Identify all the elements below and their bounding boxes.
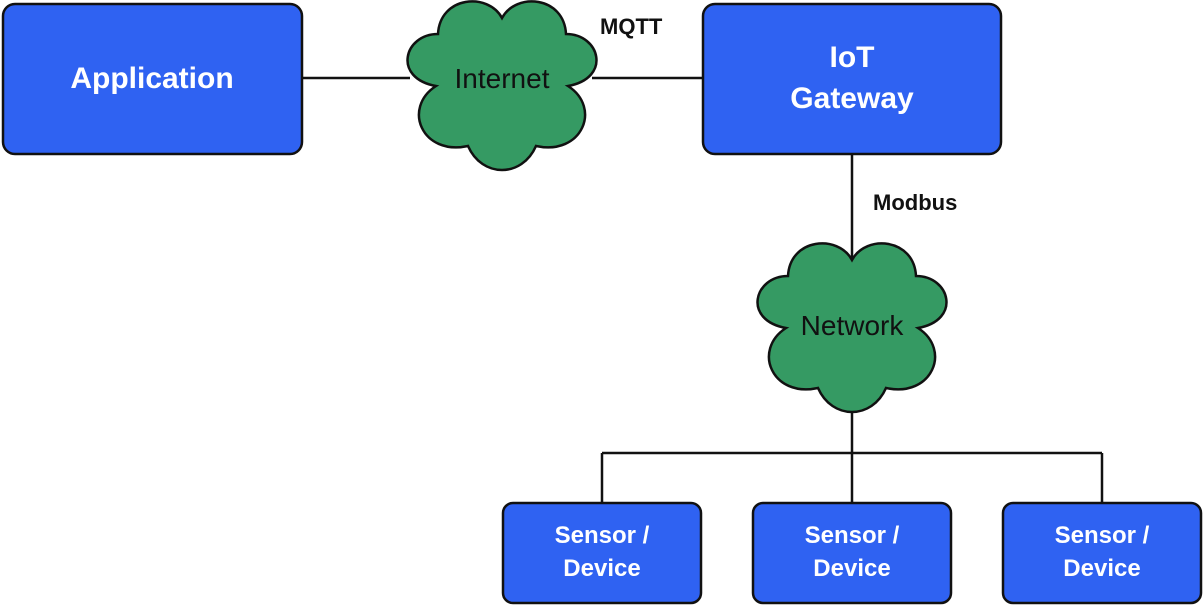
- internet-cloud: Internet: [406, 0, 598, 172]
- gateway-label-line2: Gateway: [790, 82, 914, 115]
- sensor-device-node-3: Sensor / Device: [1001, 501, 1203, 605]
- modbus-protocol-label: Modbus: [873, 190, 957, 215]
- network-label: Network: [801, 310, 905, 341]
- sensor-1-label-line2: Device: [563, 555, 640, 582]
- network-cloud: Network: [756, 242, 948, 414]
- application-label: Application: [70, 62, 233, 95]
- mqtt-protocol-label: MQTT: [600, 14, 663, 39]
- sensor-device-node-1: Sensor / Device: [501, 501, 703, 605]
- iot-gateway-node: IoT Gateway: [701, 2, 1003, 156]
- internet-label: Internet: [455, 63, 550, 94]
- connector-lines: [302, 76, 1104, 503]
- sensor-3-label-line1: Sensor /: [1055, 522, 1150, 549]
- sensor-2-label-line1: Sensor /: [805, 522, 900, 549]
- sensor-2-label-line2: Device: [813, 555, 890, 582]
- sensor-1-label-line1: Sensor /: [555, 522, 650, 549]
- gateway-label-line1: IoT: [830, 41, 875, 74]
- sensor-3-label-line2: Device: [1063, 555, 1140, 582]
- application-node: Application: [1, 2, 304, 156]
- sensor-device-node-2: Sensor / Device: [751, 501, 953, 605]
